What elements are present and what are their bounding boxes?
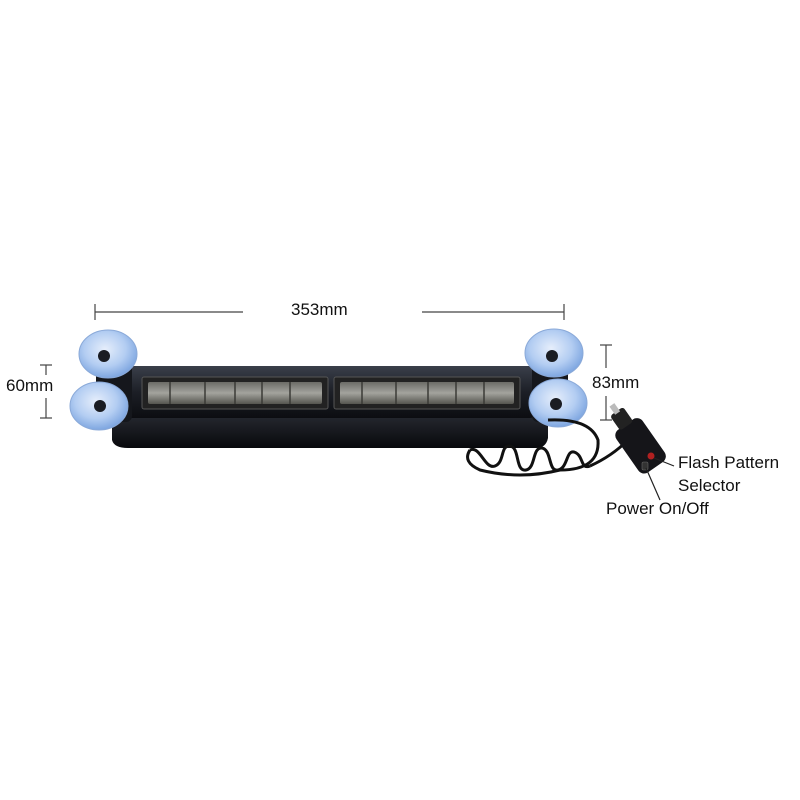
callout-pointer-flash	[653, 457, 675, 467]
overall-height-dimension-label: 83mm	[592, 373, 640, 392]
bracket-height-dimension-line	[40, 364, 52, 419]
suction-cup-bottom-right	[528, 378, 588, 428]
flash-pattern-selector-label: Selector	[678, 476, 741, 495]
flash-pattern-button-icon	[647, 452, 655, 460]
power-label: Power On/Off	[606, 499, 709, 518]
width-dimension-label: 353mm	[291, 300, 348, 319]
bracket-height-dimension-label: 60mm	[6, 376, 54, 395]
led-module-left	[141, 376, 329, 410]
suction-cup-top-left	[78, 329, 138, 379]
light-bar-base	[112, 410, 548, 448]
suction-cup-top-right	[524, 328, 584, 378]
callout-pointer-power	[645, 467, 661, 501]
flash-pattern-label: Flash Pattern	[678, 453, 780, 472]
power-switch-icon	[641, 461, 649, 471]
cigarette-plug	[609, 403, 666, 474]
suction-cup-bottom-left	[69, 381, 129, 431]
overall-height-dimension-line	[600, 344, 612, 421]
width-dimension-line	[94, 304, 565, 320]
led-module-right	[333, 376, 521, 410]
